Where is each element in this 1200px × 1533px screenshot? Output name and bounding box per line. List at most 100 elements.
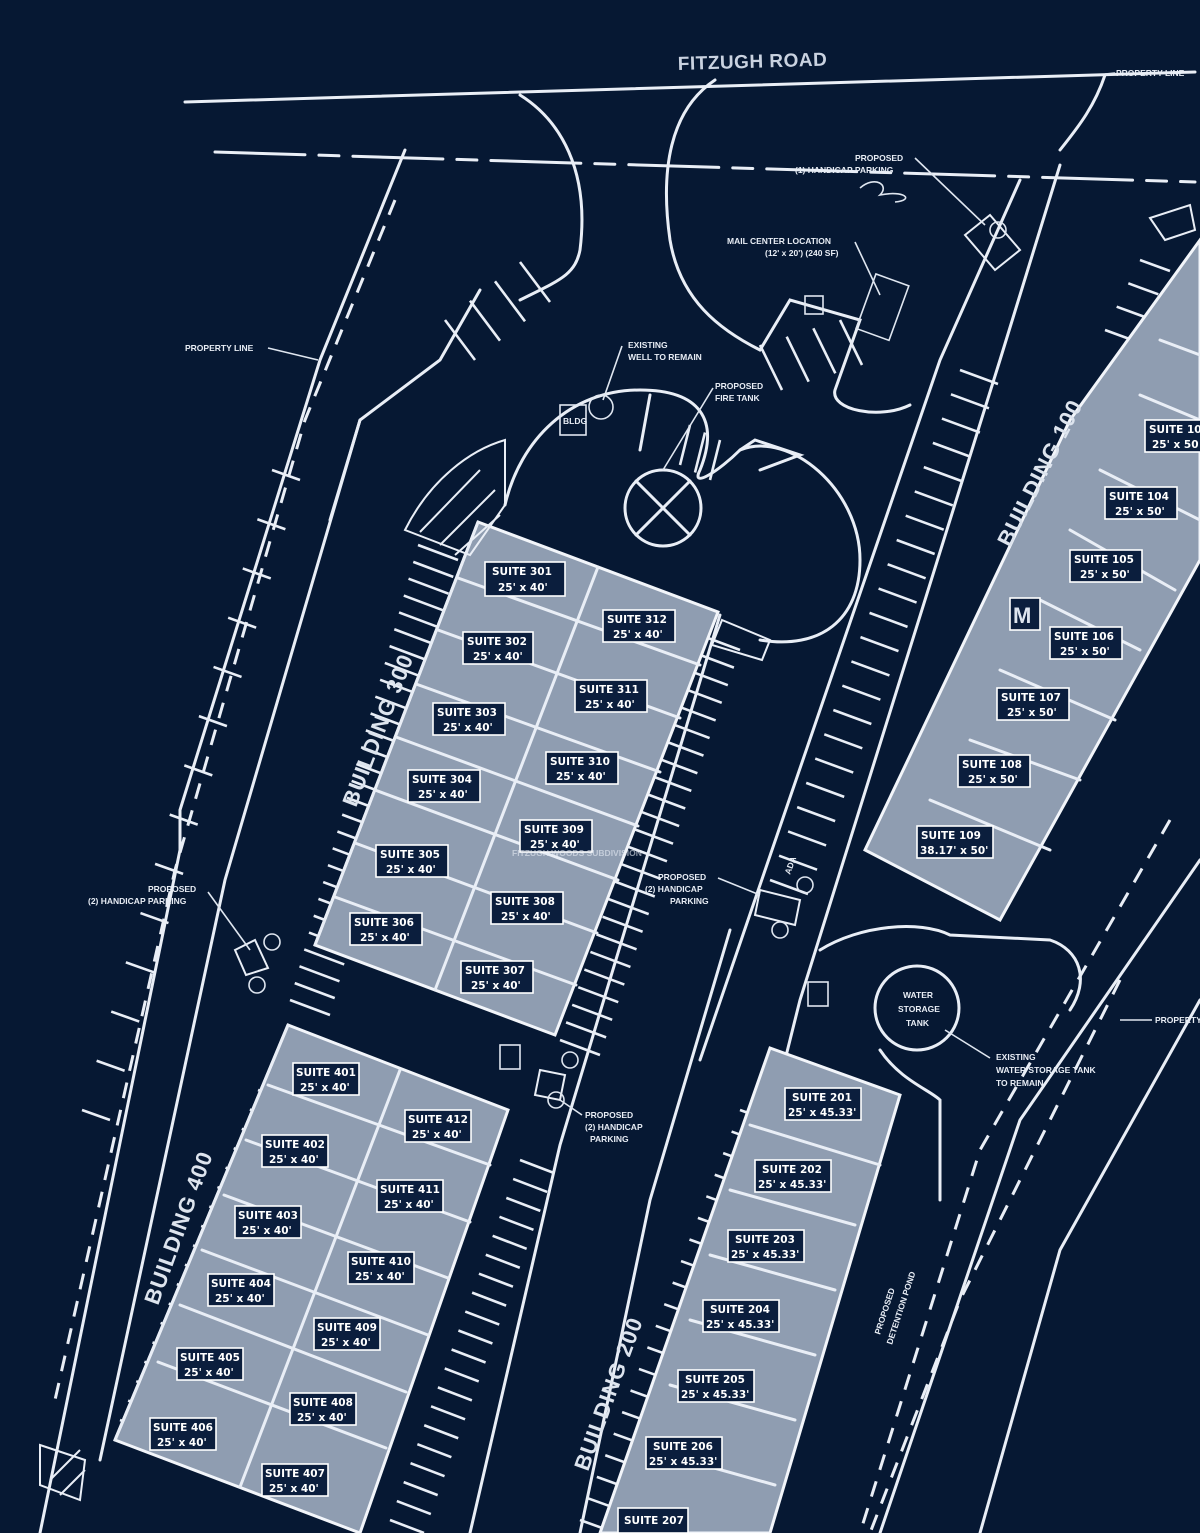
svg-text:SUITE 306: SUITE 306: [354, 917, 414, 929]
svg-text:SUITE 304: SUITE 304: [412, 774, 472, 786]
stall-bldg300-east-22: [571, 1003, 613, 1021]
svg-text:SUITE 301: SUITE 301: [492, 566, 552, 578]
svg-text:25' x 40': 25' x 40': [471, 980, 521, 992]
stall-entrance-east-2: [785, 336, 810, 383]
svg-text:SUITE 402: SUITE 402: [265, 1139, 325, 1151]
svg-text:25' x 40': 25' x 40': [269, 1483, 319, 1495]
svg-text:25' x 40': 25' x 40': [501, 911, 551, 923]
stall-bldg100-top-2: [1127, 282, 1159, 296]
suite-label-412: SUITE 412 25' x 40': [404, 1109, 472, 1143]
svg-text:25' x 40': 25' x 40': [269, 1154, 319, 1166]
svg-text:25' x 40': 25' x 40': [242, 1225, 292, 1237]
svg-text:SUITE 405: SUITE 405: [180, 1352, 240, 1364]
stall-bldg300-east-14: [620, 862, 662, 881]
stall-bldg100-west-16: [823, 733, 863, 750]
stall-bldg400-east-14: [430, 1405, 466, 1421]
existing-well-icon: [588, 394, 614, 420]
stall-bldg300-west-1: [417, 543, 459, 562]
svg-text:25' x 40': 25' x 40': [355, 1271, 405, 1283]
suite-label-206: SUITE 206 25' x 45.33': [645, 1436, 723, 1470]
stall-bldg300-west-2: [412, 560, 454, 579]
svg-text:38.17' x 50': 38.17' x 50': [920, 845, 988, 857]
stall-bldg400-east-5: [492, 1234, 528, 1251]
stall-bldg300-east-13: [626, 845, 668, 863]
svg-text:SUITE 408: SUITE 408: [293, 1397, 353, 1409]
stall-bldg400-east-2: [512, 1177, 548, 1194]
suite-label-406: SUITE 406 25' x 40': [149, 1417, 217, 1451]
stall-loop-3: [708, 439, 722, 481]
svg-text:25' x 40': 25' x 40': [585, 699, 635, 711]
svg-text:SUITE 410: SUITE 410: [351, 1256, 411, 1268]
stall-west-perimeter-2: [256, 518, 286, 531]
stall-bldg300-west-27: [294, 981, 336, 1000]
svg-text:25' x 50': 25' x 50': [1080, 569, 1130, 581]
svg-text:SUITE 206: SUITE 206: [653, 1441, 713, 1453]
stall-bldg300-east-11: [638, 809, 680, 828]
svg-text:25' x 40': 25' x 40': [300, 1082, 350, 1094]
suite-label-207: SUITE 207: [617, 1507, 689, 1533]
stall-loop-2: [693, 432, 707, 473]
stall-west-perimeter-9: [154, 862, 184, 876]
stall-bldg100-west-6: [914, 490, 954, 507]
stall-bldg100-west-21: [778, 854, 818, 871]
svg-text:25' x 45.33': 25' x 45.33': [706, 1319, 774, 1331]
entrance-drives: [518, 73, 1107, 414]
stall-bldg300-west-7: [389, 644, 431, 663]
suite-label-401: SUITE 401 25' x 40': [292, 1062, 360, 1096]
stall-entrance-east-1: [758, 344, 784, 391]
stall-bldg100-top-1: [1139, 258, 1171, 273]
svg-text:25' x 40': 25' x 40': [530, 839, 580, 851]
callout-existing-tank: EXISTING: [996, 1052, 1036, 1062]
svg-text:25' x 45.33': 25' x 45.33': [649, 1456, 717, 1468]
callout-proposed-fire: PROPOSED: [715, 381, 763, 391]
callout-property-line-left: PROPERTY LINE: [185, 343, 254, 353]
tank-label: TANK: [906, 1018, 930, 1028]
stall-bldg100-west-10: [878, 587, 918, 604]
svg-text:SUITE 404: SUITE 404: [211, 1278, 271, 1290]
callout-property-line-top: PROPERTY LINE: [1116, 68, 1185, 78]
stall-bldg300-east-23: [565, 1021, 607, 1039]
svg-text:SUITE 406: SUITE 406: [153, 1422, 213, 1434]
stall-bldg300-east-6: [669, 721, 711, 740]
callout-proposed-2b: PROPOSED: [148, 884, 196, 894]
suite-label-410: SUITE 410 25' x 40': [347, 1251, 415, 1285]
svg-text:SUITE 312: SUITE 312: [607, 614, 667, 626]
svg-text:SUITE 412: SUITE 412: [408, 1114, 468, 1126]
svg-text:SUITE 308: SUITE 308: [495, 896, 555, 908]
stall-bldg300-west-6: [393, 628, 435, 646]
svg-text:SUITE 409: SUITE 409: [317, 1322, 377, 1334]
stall-entrance-west-3: [493, 280, 527, 323]
stall-bldg400-east-10: [457, 1329, 493, 1345]
suite-label-402: SUITE 402 25' x 40': [261, 1134, 329, 1168]
stall-bldg400-east-15: [423, 1424, 459, 1440]
stall-bldg400-east-19: [396, 1499, 432, 1516]
stall-bldg100-west-1: [959, 368, 999, 386]
stall-bldg400-east-7: [478, 1272, 514, 1288]
stall-bldg300-east-18: [596, 933, 637, 951]
svg-text:25' x 40': 25' x 40': [412, 1129, 462, 1141]
mail-center-box: [855, 272, 910, 342]
svg-text:25' x 40': 25' x 40': [157, 1437, 207, 1449]
svg-text:SUITE 401: SUITE 401: [296, 1067, 356, 1079]
svg-text:25' x 50': 25' x 50': [1060, 646, 1110, 658]
water-storage-tank: WATER STORAGE TANK: [818, 925, 1082, 1202]
svg-text:SUITE 205: SUITE 205: [685, 1374, 745, 1386]
svg-text:25' x 45.33': 25' x 45.33': [788, 1107, 856, 1119]
stall-bldg400-east-11: [451, 1348, 487, 1364]
stall-entrance-west-4: [518, 261, 552, 303]
stall-bldg400-east-3: [505, 1196, 541, 1213]
callout-mail-center: MAIL CENTER LOCATION: [727, 236, 831, 246]
stall-bldg400-east-9: [464, 1310, 500, 1326]
stall-bldg100-west-2: [950, 393, 990, 410]
svg-text:25' x 40': 25' x 40': [384, 1199, 434, 1211]
stall-bldg100-west-14: [841, 684, 881, 701]
stall-bldg300-east-7: [663, 739, 704, 757]
stall-bldg100-west-5: [923, 465, 963, 483]
callout-existing-tank-name: WATER STORAGE TANK: [996, 1065, 1097, 1075]
